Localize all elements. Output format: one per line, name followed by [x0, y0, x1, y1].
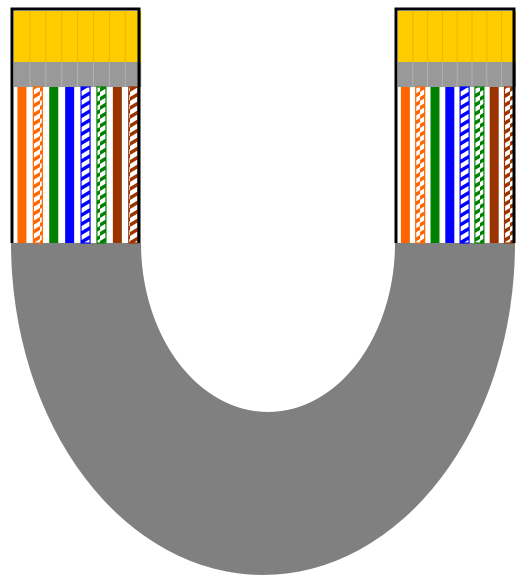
wire-striped: [97, 87, 106, 243]
wire-solid: [17, 87, 26, 243]
crimp-band: [413, 62, 428, 87]
wire-solid: [113, 87, 122, 243]
contact-pin: [109, 11, 125, 62]
wire-striped: [81, 87, 90, 243]
crimp-band: [442, 62, 457, 87]
contact-pin: [14, 11, 30, 62]
crimp-band: [62, 62, 78, 87]
connector-right: [395, 9, 516, 243]
contact-pin: [457, 11, 472, 62]
crimp-band: [46, 62, 62, 87]
contact-pin: [487, 11, 502, 62]
contact-pin: [46, 11, 62, 62]
wire-solid: [401, 87, 410, 243]
wire-solid: [431, 87, 440, 243]
contact-pin: [398, 11, 413, 62]
contact-pin: [30, 11, 46, 62]
contact-pin: [62, 11, 78, 62]
cable-jacket: [11, 243, 515, 575]
wire-striped: [33, 87, 42, 243]
contact-pin: [94, 11, 110, 62]
connector-left: [11, 9, 141, 243]
contact-pin: [442, 11, 457, 62]
contact-pin: [78, 11, 94, 62]
wire-striped: [129, 87, 138, 243]
crimp-band: [428, 62, 443, 87]
contact-pin: [413, 11, 428, 62]
contact-pin: [472, 11, 487, 62]
wire-striped: [475, 87, 484, 243]
wire-solid: [65, 87, 74, 243]
crimp-band: [487, 62, 502, 87]
wire-solid: [445, 87, 454, 243]
crimp-band: [14, 62, 30, 87]
wire-solid: [49, 87, 58, 243]
crimp-band: [457, 62, 472, 87]
wire-striped: [505, 87, 514, 243]
wire-striped: [416, 87, 425, 243]
crimp-band: [94, 62, 110, 87]
wire-solid: [490, 87, 499, 243]
contact-pin: [428, 11, 443, 62]
crimp-band: [78, 62, 94, 87]
crimp-band: [109, 62, 125, 87]
crimp-band: [472, 62, 487, 87]
crimp-band: [30, 62, 46, 87]
crimp-band: [398, 62, 413, 87]
wire-striped: [460, 87, 469, 243]
